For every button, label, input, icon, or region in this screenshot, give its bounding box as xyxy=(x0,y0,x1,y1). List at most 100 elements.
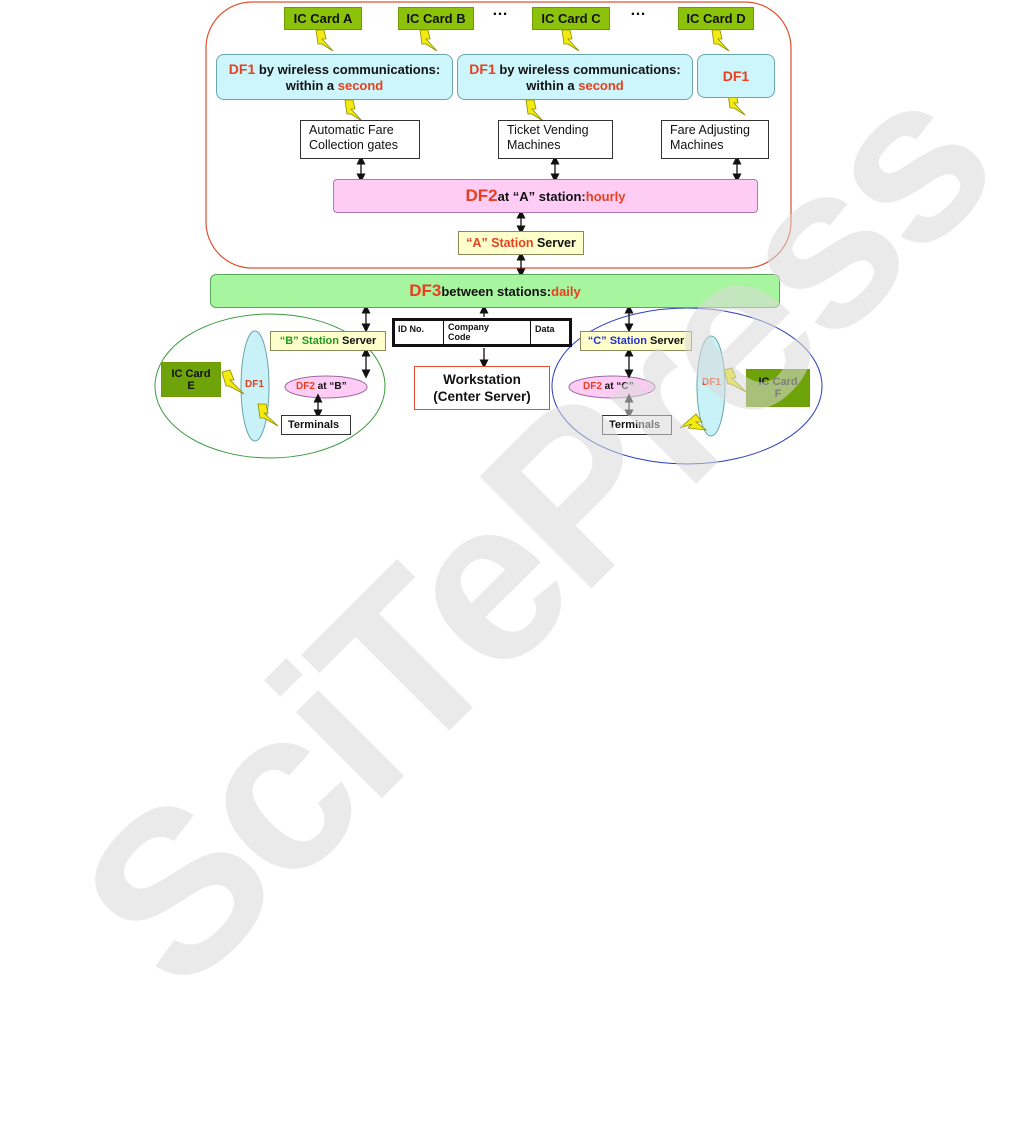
lightning-icon xyxy=(679,413,708,431)
station-c-quote: “C” xyxy=(587,335,607,347)
record-col-company-l2: Code xyxy=(448,332,471,342)
station-c-df1-text: DF1 xyxy=(702,377,721,388)
station-c-df1-ellipse xyxy=(696,335,726,437)
lightning-icon xyxy=(257,403,279,427)
station-a-region xyxy=(205,1,792,269)
ic-card-b-label: IC Card B xyxy=(406,10,466,26)
station-c-terminals-label: Terminals xyxy=(609,419,661,431)
station-c-terminals: Terminals xyxy=(602,415,672,435)
df2-tag: DF2 xyxy=(465,186,498,205)
record-col-company-l1: Company xyxy=(448,322,490,332)
lightning-icon xyxy=(711,29,730,52)
df2-station-a-bar: DF2 at “A” station: hourly xyxy=(333,179,758,213)
lightning-icon xyxy=(344,99,363,122)
ic-card-f-l2: F xyxy=(774,388,782,400)
record-col-id: ID No. xyxy=(395,321,444,344)
station-b-df1-text: DF1 xyxy=(245,379,264,390)
station-b-df1-label: DF1 xyxy=(245,379,264,390)
station-b-terminals: Terminals xyxy=(281,415,351,435)
lightning-bolts xyxy=(221,29,747,431)
station-c-df2-tag: DF2 xyxy=(583,381,602,392)
station-a-quote: “A” xyxy=(466,236,488,250)
station-a-server: “A” Station Server xyxy=(458,231,584,255)
ticket-vending-box: Ticket Vending Machines xyxy=(498,120,613,159)
lightning-icon xyxy=(221,369,245,395)
ic-card-e-l2: E xyxy=(187,379,195,392)
df1-line1: DF1 by wireless communications: xyxy=(469,61,680,78)
lightning-icon xyxy=(561,29,580,52)
tvm-line1: Ticket Vending xyxy=(507,123,589,137)
station-c-df2-at: at “C” xyxy=(601,381,634,392)
station-b-df2-tag: DF2 xyxy=(296,381,315,392)
station-b-df2-at: at “B” xyxy=(314,381,347,392)
df1-line1-text: by wireless communications: xyxy=(255,61,441,77)
station-b-server: “B” Station Server xyxy=(270,331,386,351)
ic-card-a-label: IC Card A xyxy=(293,10,353,26)
lightning-icon xyxy=(419,29,438,52)
ic-card-b: IC Card B xyxy=(398,7,474,30)
df3-bar-freq: daily xyxy=(551,283,581,299)
df2-bar-freq: hourly xyxy=(585,188,626,204)
workstation-line1: Workstation xyxy=(443,372,521,387)
station-b-server-label: Server xyxy=(342,335,377,347)
station-b-df2-label: DF2 at “B” xyxy=(296,381,347,392)
df2-bar-text: at “A” station: xyxy=(497,188,586,204)
tvm-line2: Machines xyxy=(507,138,561,152)
record-col-id-label: ID No. xyxy=(398,324,424,334)
df1-tag: DF1 xyxy=(469,60,496,77)
ic-card-f-l1: IC Card xyxy=(758,376,798,388)
df1-wireless-box-2: DF1 by wireless communications: within a… xyxy=(457,54,693,100)
ic-card-e: IC Card E xyxy=(161,362,221,397)
station-b-df2-ellipse xyxy=(284,375,368,399)
df1-line2-prefix: within a xyxy=(526,77,579,93)
df3-bar-text: between stations: xyxy=(441,283,552,299)
record-col-data-label: Data xyxy=(535,324,555,334)
lightning-icon xyxy=(723,367,747,393)
station-c-df2-ellipse xyxy=(568,375,656,399)
ellipsis-2: … xyxy=(630,2,647,19)
df1-box-short: DF1 xyxy=(697,54,775,98)
df1-line2: within a second xyxy=(286,78,384,94)
df1-line2-prefix: within a xyxy=(285,77,338,93)
workstation-line2: (Center Server) xyxy=(433,389,531,404)
df1-short-label: DF1 xyxy=(722,68,750,84)
station-b-station: Station xyxy=(301,335,339,347)
df1-line2-accent: second xyxy=(578,77,624,93)
ic-card-c-label: IC Card C xyxy=(541,10,601,26)
station-a-server-label: Server xyxy=(536,236,576,250)
record-col-company: Company Code xyxy=(444,321,531,344)
station-c-server: “C” Station Server xyxy=(580,331,692,351)
ellipsis-1: … xyxy=(492,2,509,19)
record-format-table: ID No. Company Code Data xyxy=(392,318,572,347)
station-b-quote: “B” xyxy=(279,335,299,347)
record-col-data: Data xyxy=(531,321,569,344)
station-c-region xyxy=(551,307,823,465)
afc-line1: Automatic Fare xyxy=(309,123,394,137)
df1-line1: DF1 by wireless communications: xyxy=(229,61,440,78)
station-b-terminals-label: Terminals xyxy=(288,419,340,431)
df1-line2: within a second xyxy=(526,78,624,94)
ic-card-d: IC Card D xyxy=(678,7,754,30)
station-c-df1-label: DF1 xyxy=(702,377,721,388)
ic-card-c: IC Card C xyxy=(532,7,610,30)
ic-card-d-label: IC Card D xyxy=(686,10,746,26)
fare-adjusting-box: Fare Adjusting Machines xyxy=(661,120,769,159)
df1-line2-accent: second xyxy=(337,77,384,93)
station-a-station: Station xyxy=(491,236,534,250)
workstation-center-server: Workstation (Center Server) xyxy=(414,366,550,410)
fam-line2: Machines xyxy=(670,138,724,152)
df3-between-stations-bar: DF3 between stations: daily xyxy=(210,274,780,308)
df1-wireless-box-1: DF1 by wireless communications: within a… xyxy=(216,54,453,100)
df3-tag: DF3 xyxy=(409,281,442,300)
lightning-icon xyxy=(315,29,334,52)
ic-card-f: IC Card F xyxy=(746,369,810,407)
lightning-icon xyxy=(525,99,544,122)
station-b-region xyxy=(154,313,386,459)
station-c-server-label: Server xyxy=(650,335,685,347)
ic-card-a: IC Card A xyxy=(284,7,362,30)
ic-card-e-l1: IC Card xyxy=(171,367,211,380)
station-c-df2-label: DF2 at “C” xyxy=(583,381,634,392)
station-c-station: Station xyxy=(609,335,647,347)
